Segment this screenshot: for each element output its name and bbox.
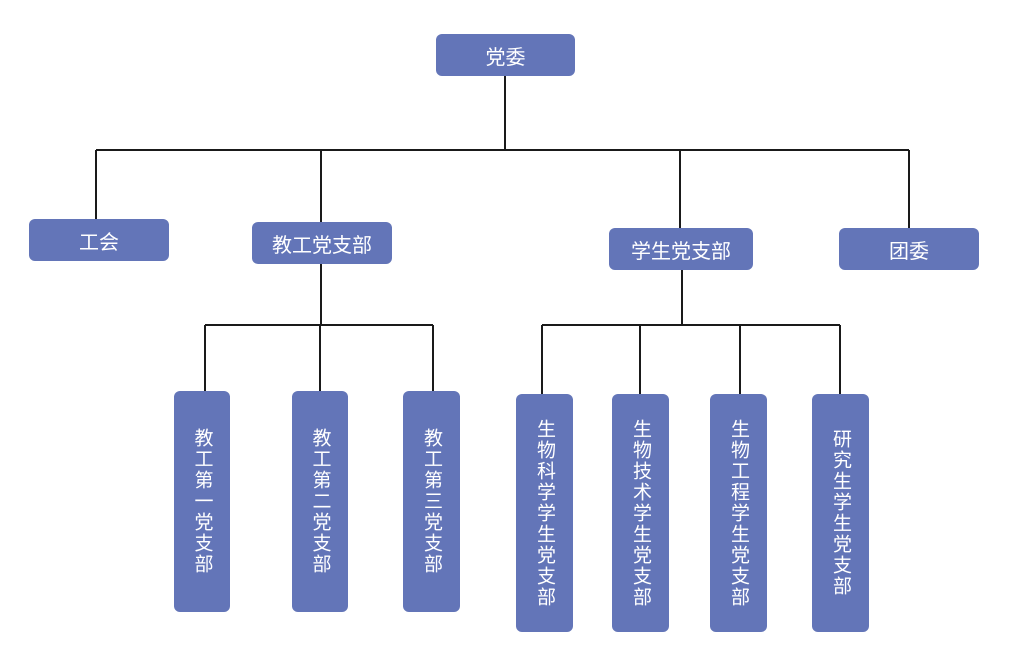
node-student-sub-2: 生物技术学生党支部 — [612, 394, 669, 632]
node-label: 党委 — [485, 44, 526, 69]
node-label: 教工党支部 — [272, 232, 372, 257]
node-staff-branch: 教工党支部 — [252, 222, 392, 264]
node-student-sub-4: 研究生学生党支部 — [812, 394, 869, 632]
node-staff-sub-2: 教工第二党支部 — [292, 391, 348, 612]
node-label: 教工第二党支部 — [309, 428, 332, 575]
node-label: 团委 — [889, 238, 929, 263]
node-label: 教工第三党支部 — [421, 428, 443, 575]
node-staff-sub-1: 教工第一党支部 — [174, 391, 230, 612]
node-label: 生物技术学生党支部 — [630, 418, 652, 608]
node-label: 生物工程学生党支部 — [728, 418, 750, 608]
node-label: 生物科学学生党支部 — [534, 418, 556, 608]
node-label: 研究生学生党支部 — [830, 429, 852, 597]
node-student-sub-3: 生物工程学生党支部 — [710, 394, 767, 632]
node-label: 教工第一党支部 — [191, 428, 214, 575]
node-youth-league: 团委 — [839, 228, 979, 270]
node-student-branch: 学生党支部 — [609, 228, 753, 270]
node-party-committee: 党委 — [436, 34, 575, 76]
node-label: 工会 — [79, 229, 119, 254]
node-student-sub-1: 生物科学学生党支部 — [516, 394, 573, 632]
node-union: 工会 — [29, 219, 169, 261]
node-staff-sub-3: 教工第三党支部 — [403, 391, 460, 612]
node-label: 学生党支部 — [631, 238, 731, 263]
